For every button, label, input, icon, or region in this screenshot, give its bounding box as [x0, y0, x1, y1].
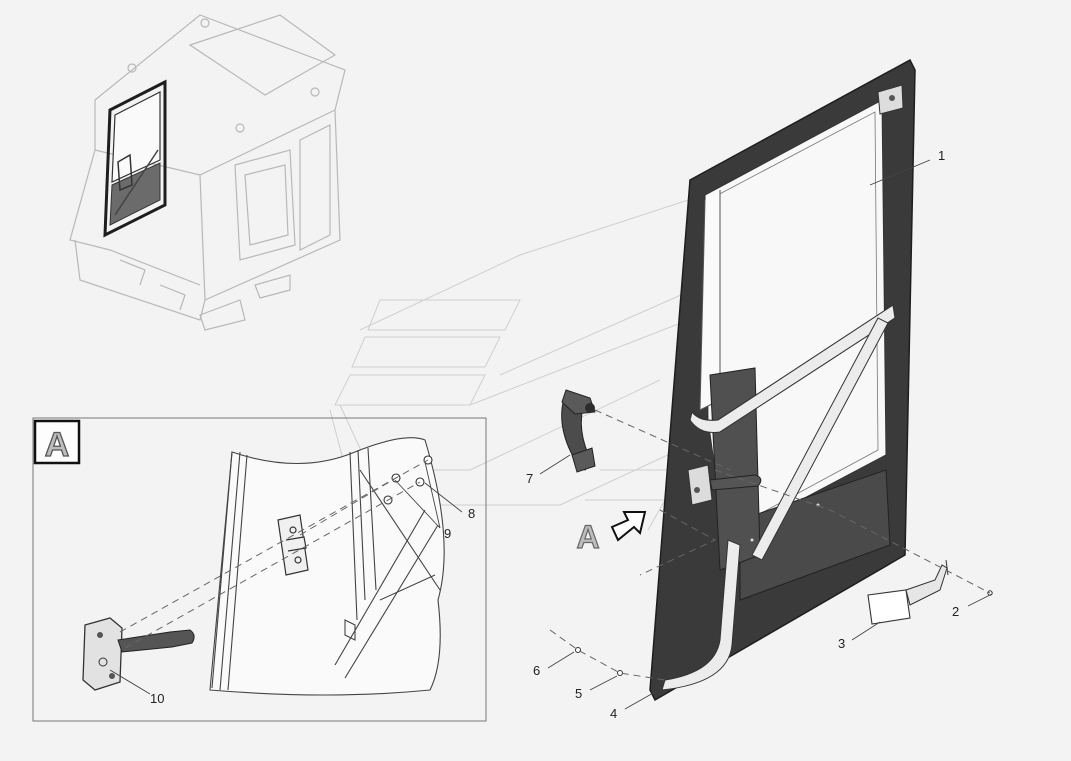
cab-overview: [69, 14, 346, 331]
callout-5-label: 5: [575, 686, 582, 701]
view-a-marker: A: [576, 511, 647, 556]
callout-2-label: 2: [952, 604, 959, 619]
door-lock: [82, 617, 195, 691]
main-assembly-lines: [549, 409, 991, 681]
door-assembly: [649, 58, 916, 702]
callout-8-label: 8: [468, 506, 475, 521]
callout-leaders: [109, 159, 993, 710]
callout-labels: 1 2 3 4 5 6 7 8 9 10: [150, 148, 959, 721]
cab-door-highlight: [103, 79, 167, 238]
striker-plate: [277, 514, 309, 576]
detail-view-a: A: [32, 417, 487, 722]
view-a-badge-letter: A: [45, 426, 70, 464]
callout-10-label: 10: [150, 691, 164, 706]
detail-door-section: [209, 437, 445, 696]
handle-grip: [561, 389, 596, 473]
view-a-marker-letter: A: [576, 519, 599, 555]
detail-assembly-lines: [119, 459, 429, 649]
spacer-plate: [867, 564, 948, 625]
callout-3-label: 3: [838, 636, 845, 651]
callout-4-label: 4: [610, 706, 617, 721]
view-a-badge: A: [33, 419, 81, 465]
view-direction-arrow-icon: [610, 511, 647, 542]
callout-6-label: 6: [533, 663, 540, 678]
callout-9-label: 9: [444, 526, 451, 541]
callout-7-label: 7: [526, 471, 533, 486]
callout-1-label: 1: [938, 148, 945, 163]
